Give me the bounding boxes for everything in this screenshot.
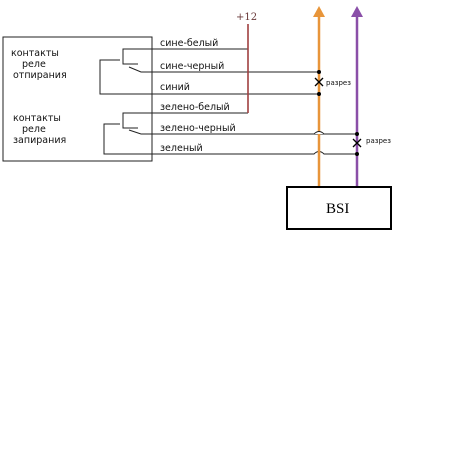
cut-mark-1-icon [314, 77, 324, 87]
relay-unlock-label: контакты реле отпирания [11, 48, 67, 81]
cut-label-1: разрез [326, 79, 351, 87]
relay-lock-contact [103, 112, 152, 155]
purple-wire [351, 6, 363, 187]
bsi-module [286, 186, 392, 230]
relay-lock-line-2: реле [22, 124, 46, 135]
relay-unlock-line-1: контакты [11, 48, 59, 59]
orange-wire [313, 6, 325, 187]
cut-mark-2-icon [352, 138, 362, 148]
bsi-label: BSI [326, 201, 349, 217]
wire-label-blue-white: сине-белый [160, 38, 218, 49]
wire-label-blue-black: сине-черный [160, 61, 224, 72]
wire-label-blue: синий [160, 82, 190, 93]
power-label: +12 [236, 12, 257, 23]
relay-lock-label: контакты реле запирания [13, 113, 66, 146]
relay-unlock-contact [99, 48, 152, 95]
relay-box [2, 36, 153, 162]
wire-label-green-black: зелено-черный [160, 123, 236, 134]
wire-label-green: зеленый [160, 143, 203, 154]
relay-lock-line-3: запирания [13, 135, 66, 146]
cut-label-2: разрез [366, 137, 391, 145]
relay-unlock-line-3: отпирания [13, 70, 67, 81]
wire-label-green-white: зелено-белый [160, 102, 230, 113]
junction-dots [317, 70, 359, 156]
crossing-bumps [313, 131, 325, 135]
relay-unlock-line-2: реле [22, 59, 46, 70]
relay-lock-line-1: контакты [13, 113, 61, 124]
